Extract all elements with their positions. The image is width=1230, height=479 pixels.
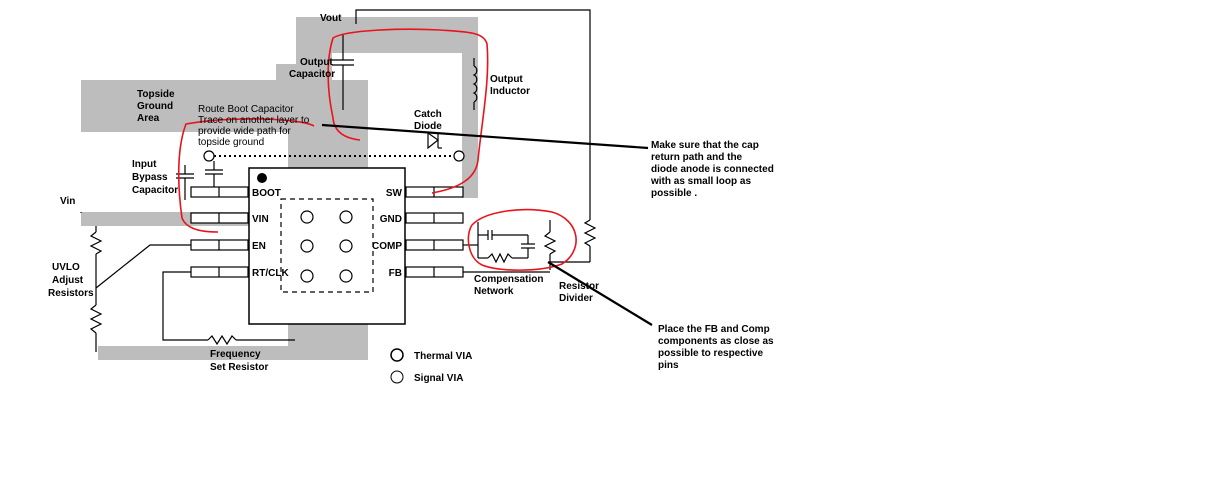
label-frequency-set-1: Frequency — [210, 349, 261, 360]
label-route-boot-1: Route Boot Capacitor — [198, 104, 294, 115]
pin-label-sw: SW — [386, 188, 403, 199]
note-cap-return-2: return path and the — [651, 152, 743, 163]
thermal-via-group — [300, 210, 353, 283]
bottom-ground-copper — [98, 346, 368, 360]
pin-label-comp: COMP — [372, 241, 402, 252]
note-fb-comp-4: pins — [658, 360, 679, 371]
legend-signal-via: Signal VIA — [414, 373, 463, 384]
thermal-via — [339, 269, 353, 283]
label-vout: Vout — [320, 13, 342, 24]
label-route-boot-3: provide wide path for — [198, 126, 292, 137]
pin1-marker — [257, 173, 267, 183]
label-output-capacitor-2: Capacitor — [289, 69, 335, 80]
label-input-bypass-3: Capacitor — [132, 185, 178, 196]
label-frequency-set-2: Set Resistor — [210, 362, 268, 373]
note-fb-comp-2: components as close as — [658, 336, 774, 347]
red-loop-annotation-input — [177, 118, 315, 233]
thermal-via — [300, 210, 314, 224]
frequency-resistor-zigzag — [207, 334, 237, 346]
label-resistor-divider-2: Divider — [559, 293, 593, 304]
label-output-capacitor-1: Output — [300, 57, 333, 68]
catch-diode-symbol — [427, 131, 442, 150]
vout-copper-stub — [276, 64, 332, 80]
pin-label-rtclk: RT/CLK — [252, 268, 289, 279]
red-loop-annotation-sw — [327, 28, 489, 194]
pin-label-vin: VIN — [252, 214, 269, 225]
thermal-via — [300, 269, 314, 283]
legend-thermal-via: Thermal VIA — [414, 351, 472, 362]
thermal-via — [300, 239, 314, 253]
red-loop-annotation-boot — [332, 117, 361, 141]
label-input-bypass-2: Bypass — [132, 172, 168, 183]
note-fb-comp-1: Place the FB and Comp — [658, 324, 770, 335]
label-topside-ground-3: Area — [137, 113, 160, 124]
rt-clk-wire — [162, 271, 208, 341]
compensation-network-symbol — [463, 222, 535, 264]
label-topside-ground-1: Topside — [137, 89, 175, 100]
label-vin: Vin — [60, 196, 75, 207]
note-cap-return-3: diode anode is connected — [651, 164, 774, 175]
resistor-divider-bottom — [463, 220, 557, 273]
left-pins — [190, 186, 249, 278]
label-uvlo-1: UVLO — [52, 262, 80, 273]
label-catch-diode-2: Diode — [414, 121, 442, 132]
vout-copper-right — [462, 17, 478, 198]
label-uvlo-3: Resistors — [48, 288, 94, 299]
note-cap-return-5: possible . — [651, 188, 697, 199]
output-inductor-symbol — [472, 58, 478, 110]
signal-via-left — [203, 150, 215, 162]
label-resistor-divider-1: Resistor — [559, 281, 599, 292]
right-pins — [405, 186, 464, 278]
note-fb-comp-3: possible to respective — [658, 348, 763, 359]
thermal-via — [339, 239, 353, 253]
label-output-inductor-2: Inductor — [490, 86, 530, 97]
pin-label-en: EN — [252, 241, 266, 252]
label-compensation-1: Compensation — [474, 274, 543, 285]
note-cap-return-4: with as small loop as — [650, 176, 751, 187]
boot-capacitor-symbol — [205, 161, 223, 187]
arrow-line-cap-return — [321, 123, 649, 150]
en-connection-wire — [95, 244, 191, 289]
thermal-via-legend-icon — [390, 348, 404, 362]
pin-label-fb: FB — [389, 268, 402, 279]
thermal-pad-outline — [280, 198, 374, 293]
label-route-boot-2: Trace on another layer to — [198, 115, 310, 126]
pin-label-boot: BOOT — [252, 188, 281, 199]
label-route-boot-4: topside ground — [198, 137, 264, 148]
resistor-divider-top-zigzag — [583, 219, 597, 247]
arrow-line-fb-comp — [547, 261, 653, 326]
note-cap-return-1: Make sure that the cap — [651, 140, 759, 151]
vout-feedback-wire — [355, 9, 591, 220]
signal-via-right — [453, 150, 465, 162]
red-ellipse-fb-comp — [467, 208, 577, 271]
thermal-via — [339, 210, 353, 224]
label-input-bypass-1: Input — [132, 159, 157, 170]
label-output-inductor-1: Output — [490, 74, 523, 85]
signal-via-legend-icon — [390, 370, 404, 384]
label-topside-ground-2: Ground — [137, 101, 173, 112]
label-compensation-2: Network — [474, 286, 514, 297]
label-uvlo-2: Adjust — [52, 275, 84, 286]
uvlo-resistors — [89, 226, 103, 352]
label-catch-diode-1: Catch — [414, 109, 442, 120]
pin-label-gnd: GND — [380, 214, 402, 225]
ic-package — [248, 167, 406, 325]
